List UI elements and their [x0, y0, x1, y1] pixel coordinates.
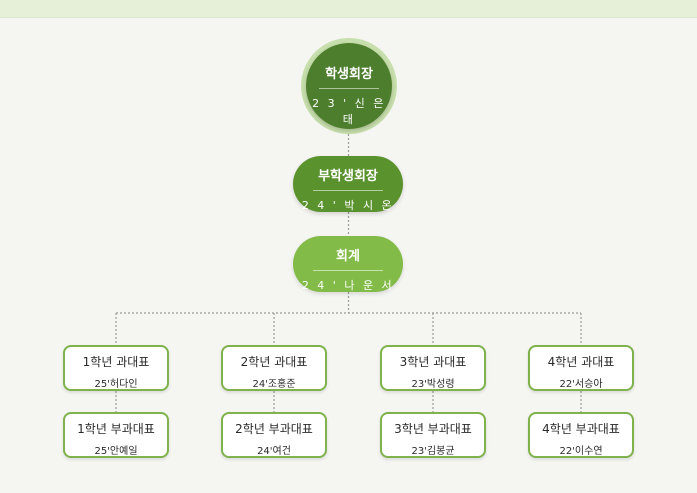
class-rep-1-node: 1학년 과대표 25'허다인 — [63, 345, 169, 391]
vice-class-rep-name: 23'김봉균 — [411, 446, 455, 457]
treasurer-node: 회계 2 4 ' 나 운 서 — [293, 236, 403, 292]
class-rep-title: 4학년 과대표 — [547, 355, 615, 369]
vice-president-node: 부학생회장 2 4 ' 박 시 온 — [293, 156, 403, 212]
vice-president-name: 2 4 ' 박 시 온 — [301, 199, 395, 212]
president-node: 학생회장 2 3 ' 신 은 태 — [306, 43, 392, 129]
treasurer-name: 2 4 ' 나 운 서 — [301, 279, 395, 292]
vice-class-rep-name: 25'안예일 — [94, 446, 138, 457]
vice-class-rep-title: 1학년 부과대표 — [77, 422, 155, 436]
treasurer-title: 회계 — [336, 249, 360, 264]
vice-president-title: 부학생회장 — [318, 169, 378, 184]
vice-class-rep-1-node: 1학년 부과대표 25'안예일 — [63, 412, 169, 458]
vice-class-rep-title: 4학년 부과대표 — [542, 422, 620, 436]
vice-president-divider — [313, 190, 383, 191]
president-title: 학생회장 — [325, 67, 373, 82]
president-name: 2 3 ' 신 은 태 — [312, 97, 386, 126]
class-rep-name: 25'허다인 — [94, 379, 138, 390]
class-rep-3-node: 3학년 과대표 23'박성령 — [380, 345, 486, 391]
class-rep-title: 3학년 과대표 — [399, 355, 467, 369]
vice-class-rep-title: 2학년 부과대표 — [235, 422, 313, 436]
treasurer-divider — [313, 270, 383, 271]
top-banner — [0, 0, 697, 18]
class-rep-4-node: 4학년 과대표 22'서승아 — [528, 345, 634, 391]
vice-class-rep-name: 22'이수연 — [559, 446, 603, 457]
vice-class-rep-2-node: 2학년 부과대표 24'여건 — [221, 412, 327, 458]
vice-class-rep-title: 3학년 부과대표 — [394, 422, 472, 436]
class-rep-name: 23'박성령 — [411, 379, 455, 390]
class-rep-title: 2학년 과대표 — [240, 355, 308, 369]
class-rep-name: 22'서승아 — [559, 379, 603, 390]
class-rep-2-node: 2학년 과대표 24'조홍준 — [221, 345, 327, 391]
class-rep-name: 24'조홍준 — [252, 379, 296, 390]
vice-class-rep-3-node: 3학년 부과대표 23'김봉균 — [380, 412, 486, 458]
vice-class-rep-name: 24'여건 — [257, 446, 291, 457]
vice-class-rep-4-node: 4학년 부과대표 22'이수연 — [528, 412, 634, 458]
class-rep-title: 1학년 과대표 — [82, 355, 150, 369]
president-divider — [319, 88, 379, 89]
